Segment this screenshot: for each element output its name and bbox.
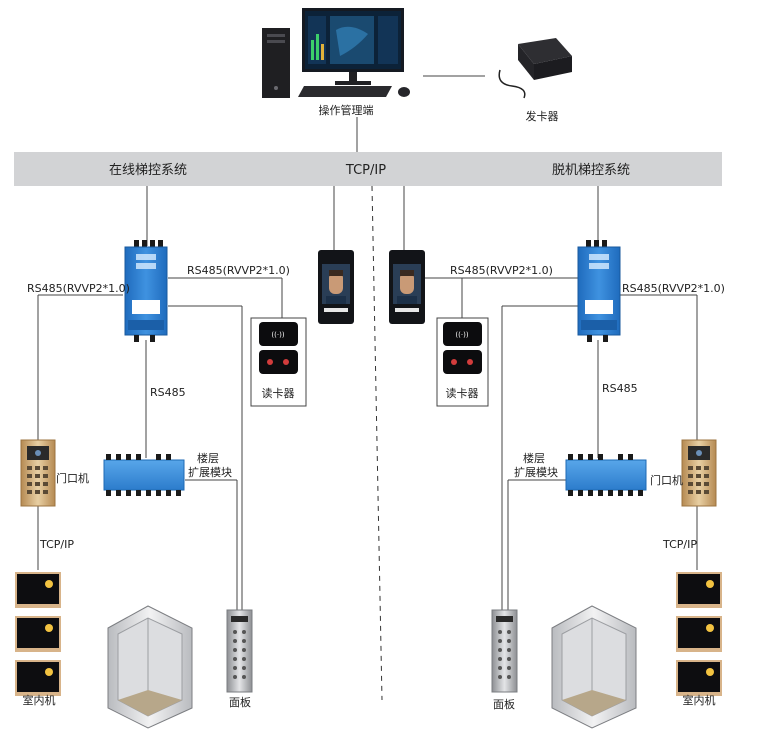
mgmt-label: 操作管理端 (318, 104, 374, 117)
left-indoor-units (15, 572, 61, 696)
right-rs485-rvvp-top: RS485(RVVP2*1.0) (450, 264, 553, 277)
left-rs485-label: RS485 (150, 386, 186, 399)
pc-tower (262, 28, 290, 98)
right-door-unit-label: 门口机 (650, 474, 683, 487)
center-divider (371, 185, 383, 701)
network-bus (14, 152, 722, 186)
right-face-terminal (389, 250, 425, 324)
bus-center-label: TCP/IP (345, 163, 387, 178)
right-rs485-rvvp-right: RS485(RVVP2*1.0) (622, 282, 725, 295)
bus-right-label: 脱机梯控系统 (551, 163, 631, 178)
svg-text:((·)): ((·)) (271, 331, 284, 339)
right-panel-label: 面板 (493, 698, 515, 711)
left-elevator-cab (107, 605, 193, 729)
right-card-reader: ((·)) (436, 317, 489, 407)
left-door-unit (20, 439, 56, 507)
right-door-unit (681, 439, 717, 507)
left-floor-module-label-2: 扩展模块 (188, 466, 232, 479)
keyboard (298, 86, 392, 97)
left-wiring (37, 186, 335, 610)
left-indoor-label: 室内机 (22, 694, 56, 707)
card-issuer-label: 发卡器 (525, 110, 559, 123)
left-floor-module-label-1: 楼层 (197, 452, 219, 465)
left-card-reader: ((·)) (250, 317, 307, 407)
right-indoor-units (676, 572, 722, 696)
svg-text:((·)): ((·)) (455, 331, 468, 339)
card-issuer-device (498, 38, 572, 99)
right-elevator-controller (577, 240, 621, 342)
mouse (398, 87, 410, 97)
left-tcpip-label: TCP/IP (40, 538, 74, 551)
right-rs485-label: RS485 (602, 382, 638, 395)
right-indoor-label: 室内机 (682, 694, 716, 707)
monitor (302, 8, 404, 85)
right-floor-panel (491, 609, 518, 693)
left-face-terminal (318, 250, 354, 324)
right-wiring (403, 186, 698, 610)
left-door-unit-label: 门口机 (56, 472, 89, 485)
left-floor-panel (226, 609, 253, 693)
left-elevator-controller (124, 240, 168, 342)
left-card-reader-label: 读卡器 (261, 387, 295, 400)
right-elevator-cab (551, 605, 637, 729)
right-floor-module (565, 454, 647, 496)
left-panel-label: 面板 (229, 696, 251, 709)
right-card-reader-label: 读卡器 (445, 387, 479, 400)
bus-left-label: 在线梯控系统 (108, 163, 188, 178)
right-tcpip-label: TCP/IP (663, 538, 697, 551)
left-rs485-rvvp-left: RS485(RVVP2*1.0) (27, 282, 130, 295)
left-floor-module (103, 454, 185, 496)
right-floor-module-label-2: 扩展模块 (514, 466, 558, 479)
right-floor-module-label-1: 楼层 (523, 452, 545, 465)
left-rs485-rvvp-top: RS485(RVVP2*1.0) (187, 264, 290, 277)
